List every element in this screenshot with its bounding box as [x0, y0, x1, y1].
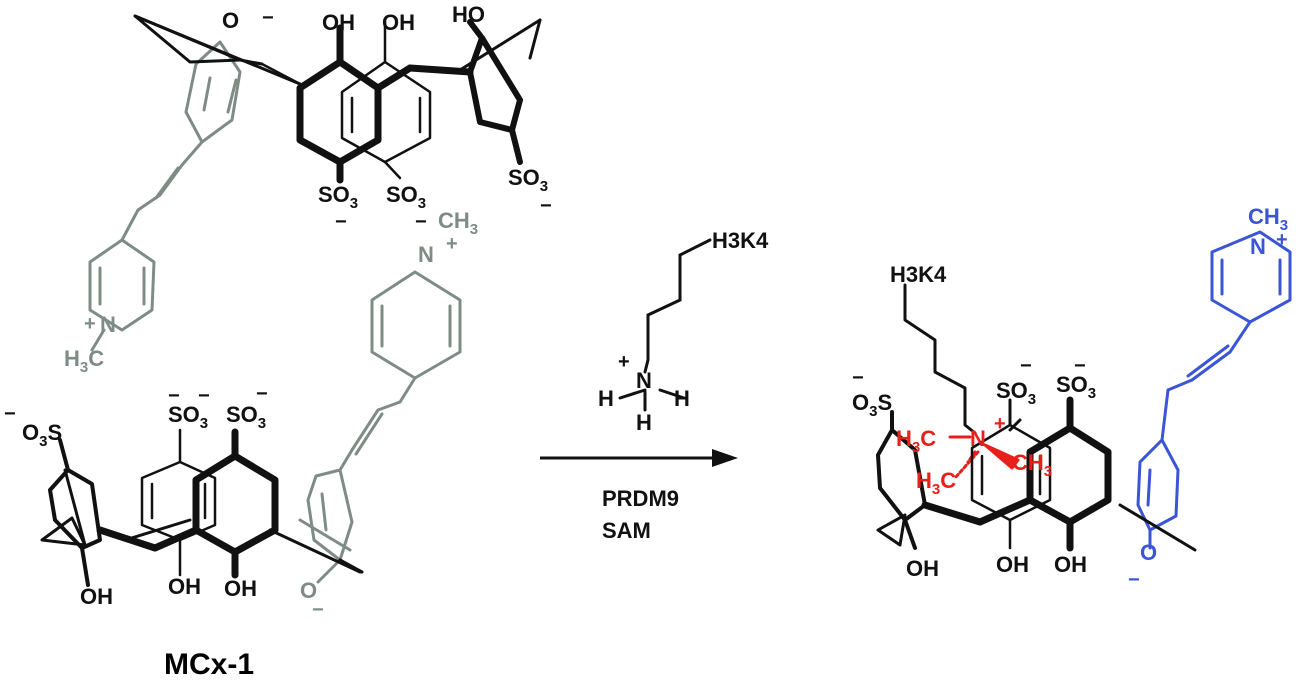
substrate-label: H3K4 [890, 262, 947, 287]
atom-h3c: H3C [896, 426, 936, 456]
charge-minus: − [415, 211, 427, 233]
product-complex [876, 230, 1292, 552]
charge-minus: − [540, 195, 552, 217]
atom-so3: SO3 [318, 182, 358, 212]
atom-oh: OH [168, 574, 201, 599]
atom-n: N [100, 312, 116, 337]
substrate-label: H3K4 [712, 228, 769, 253]
atom-so3: SO3 [996, 378, 1036, 408]
mcx1-upper-calixarene [88, 14, 542, 352]
atom-h: H [636, 410, 652, 435]
atom-so3: SO3 [386, 182, 426, 212]
charge-minus: − [852, 367, 864, 389]
h3k4-substrate [618, 238, 712, 412]
charge-plus: + [84, 313, 96, 335]
charge-minus: − [168, 385, 180, 407]
atom-ch3: CH3 [1012, 450, 1052, 480]
charge-minus: − [1074, 355, 1086, 377]
product-labels: H3K4 CH3 N + O − − O3S − SO3 − SO3 H3C N… [852, 204, 1288, 591]
atom-h3c: H3C [64, 346, 104, 376]
charge-minus: − [1020, 355, 1032, 377]
charge-minus: − [4, 403, 16, 425]
charge-plus: + [446, 233, 458, 255]
atom-n: N [418, 242, 434, 267]
atom-oh: OH [80, 584, 113, 609]
atom-o3s: O3S [852, 390, 892, 420]
mcx1-lower-calixarene [40, 270, 462, 587]
atom-n: N [1250, 234, 1266, 259]
cofactor-label: SAM [602, 518, 651, 543]
charge-minus: − [262, 7, 274, 29]
atom-n: N [636, 368, 652, 393]
compound-label: MCx-1 [164, 648, 254, 681]
atom-o: O [1140, 540, 1157, 565]
charge-minus: − [312, 599, 324, 621]
atom-oh: OH [1054, 552, 1087, 577]
atom-ho: HO [452, 2, 485, 27]
atom-o: O [300, 578, 317, 603]
charge-minus: − [1128, 569, 1140, 591]
atom-oh: OH [224, 576, 257, 601]
charge-plus: + [618, 351, 630, 373]
atom-so3: SO3 [1056, 372, 1096, 402]
charge-minus: − [198, 385, 210, 407]
atom-h: H [598, 386, 614, 411]
atom-so3: SO3 [168, 402, 208, 432]
atom-oh: OH [996, 552, 1029, 577]
atom-so3: SO3 [508, 165, 548, 195]
charge-minus: − [256, 383, 268, 405]
atom-so3: SO3 [226, 402, 266, 432]
reagent-labels: H3K4 + N H H H PRDM9 SAM [598, 228, 769, 543]
mcx1-upper-labels: O − OH OH HO SO3 SO3 SO3 − − − + N H3C [64, 2, 552, 376]
atom-ch3: CH3 [438, 208, 478, 238]
reaction-arrow [540, 449, 738, 467]
enzyme-label: PRDM9 [602, 486, 679, 511]
atom-n: N [970, 426, 986, 451]
charge-plus: + [994, 413, 1006, 435]
atom-oh: OH [322, 10, 355, 35]
atom-ch3: CH3 [1248, 204, 1288, 234]
atom-oh: OH [906, 556, 939, 581]
mcx1-lower-labels: N + CH3 − − − SO3 SO3 − O3S OH OH OH O − [4, 208, 478, 621]
atom-h3c: H3C [916, 468, 956, 498]
charge-plus: + [1276, 229, 1288, 251]
atom-o: O [222, 8, 239, 33]
atom-o3s: O3S [22, 420, 62, 450]
charge-minus: − [335, 211, 347, 233]
atom-oh: OH [382, 10, 415, 35]
atom-h: H [674, 386, 690, 411]
